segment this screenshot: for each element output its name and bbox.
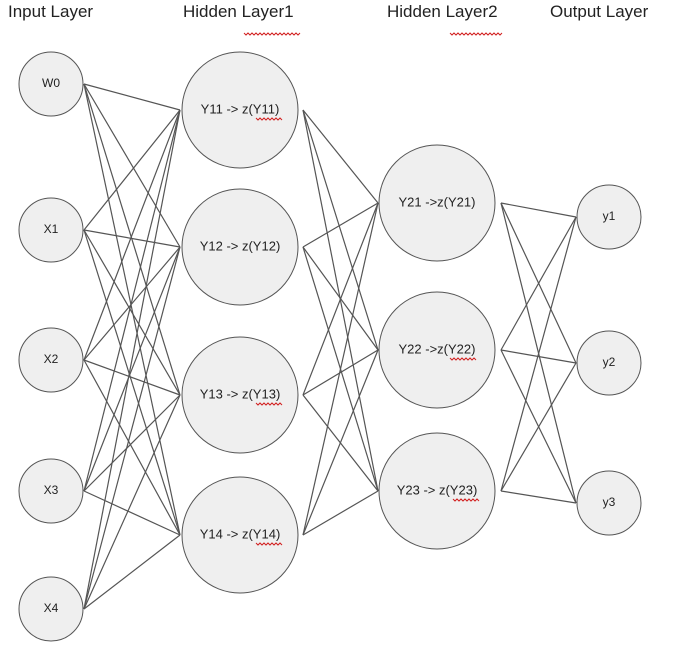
- output-node-label: y2: [603, 355, 616, 369]
- edge-input-0-to-hidden1-2: [83, 83, 181, 396]
- hidden2-node: Y23 -> z(Y23): [378, 432, 496, 550]
- edge-input-3-to-hidden1-2: [83, 394, 181, 492]
- hidden-layer2-title: Hidden Layer2: [387, 2, 498, 21]
- edge-input-2-to-hidden1-0: [83, 109, 181, 361]
- hidden2-node-circle: [378, 291, 496, 409]
- hidden1-node-label: Y14 -> z(Y14): [200, 526, 281, 541]
- output-node: y3: [576, 470, 642, 536]
- edge-input-2-to-hidden1-3: [83, 359, 181, 536]
- spellcheck-underline-y11: [255, 117, 283, 121]
- input-node-label: X4: [44, 601, 59, 615]
- edge-input-1-to-hidden1-0: [83, 109, 181, 231]
- hidden1-node-label: Y11 -> z(Y11): [201, 101, 280, 116]
- edge-hidden2-1-to-output-0: [500, 216, 577, 351]
- input-node: W0: [18, 51, 84, 117]
- input-node: X2: [18, 327, 84, 393]
- edge-hidden1-0-to-hidden2-1: [302, 109, 379, 351]
- input-node-label: X1: [44, 222, 59, 236]
- edge-hidden1-3-to-hidden2-2: [302, 490, 379, 536]
- input-node-circle: [18, 458, 84, 524]
- edge-hidden2-2-to-output-0: [500, 216, 577, 492]
- edge-input-3-to-hidden1-0: [83, 109, 181, 492]
- output-node-circle: [576, 470, 642, 536]
- edge-input-4-to-hidden1-0: [83, 109, 181, 610]
- output-layer-title: Output Layer: [550, 2, 649, 21]
- output-node-label: y1: [603, 209, 616, 223]
- hidden2-node-circle: [378, 432, 496, 550]
- hidden1-node-circle: [181, 188, 299, 306]
- edge-input-3-to-hidden1-1: [83, 246, 181, 492]
- spellcheck-underline-y13: [255, 402, 283, 406]
- hidden2-node-label: Y22 ->z(Y22): [399, 341, 476, 356]
- edge-hidden2-2-to-output-1: [500, 362, 577, 492]
- spellcheck-underlines: [243, 32, 503, 546]
- edge-input-2-to-hidden1-2: [83, 359, 181, 396]
- hidden2-node: Y22 ->z(Y22): [378, 291, 496, 409]
- output-node: y1: [576, 184, 642, 250]
- hidden2-node-label: Y21 ->z(Y21): [399, 194, 476, 209]
- hidden1-node-circle: [181, 51, 299, 169]
- hidden2-node-label: Y23 -> z(Y23): [397, 482, 478, 497]
- hidden-layer1-title: Hidden Layer1: [183, 2, 294, 21]
- edge-input-4-to-hidden1-1: [83, 246, 181, 610]
- edge-input-0-to-hidden1-3: [83, 83, 181, 536]
- hidden1-node-label: Y12 -> z(Y12): [200, 238, 281, 253]
- spellcheck-underline-y22: [449, 357, 477, 361]
- output-node-circle: [576, 184, 642, 250]
- output-node: y2: [576, 330, 642, 396]
- edge-input-0-to-hidden1-0: [83, 83, 181, 111]
- input-node: X3: [18, 458, 84, 524]
- spellcheck-underline-y23: [452, 498, 480, 502]
- edge-input-1-to-hidden1-2: [83, 229, 181, 396]
- edge-input-0-to-hidden1-1: [83, 83, 181, 248]
- input-node-circle: [18, 51, 84, 117]
- spellcheck-underline-y14: [255, 542, 283, 546]
- edge-input-4-to-hidden1-2: [83, 394, 181, 610]
- hidden2-node-circle: [378, 144, 496, 262]
- output-node-circle: [576, 330, 642, 396]
- hidden1-node-label: Y13 -> z(Y13): [200, 386, 281, 401]
- connection-edges: [83, 83, 577, 610]
- hidden1-node-circle: [181, 476, 299, 594]
- input-node-circle: [18, 327, 84, 393]
- input-node: X4: [18, 576, 84, 642]
- edge-hidden2-0-to-output-0: [500, 202, 577, 218]
- input-node-label: X3: [44, 483, 59, 497]
- edge-hidden2-2-to-output-2: [500, 490, 577, 504]
- input-layer-title: Input Layer: [8, 2, 93, 21]
- edge-hidden1-2-to-hidden2-0: [302, 202, 379, 396]
- output-node-label: y3: [603, 495, 616, 509]
- hidden2-node: Y21 ->z(Y21): [378, 144, 496, 262]
- edge-input-2-to-hidden1-1: [83, 246, 181, 361]
- input-node: X1: [18, 197, 84, 263]
- input-node-circle: [18, 576, 84, 642]
- edge-input-4-to-hidden1-3: [83, 534, 181, 610]
- edge-hidden1-2-to-hidden2-1: [302, 349, 379, 396]
- hidden1-node: Y14 -> z(Y14): [181, 476, 299, 594]
- edge-hidden1-0-to-hidden2-0: [302, 109, 379, 204]
- input-node-circle: [18, 197, 84, 263]
- spellcheck-underline-hidden-layer1: [243, 32, 301, 36]
- edge-hidden2-1-to-output-1: [500, 349, 577, 364]
- spellcheck-underline-hidden-layer2: [449, 32, 503, 36]
- edge-input-1-to-hidden1-3: [83, 229, 181, 536]
- edge-input-1-to-hidden1-1: [83, 229, 181, 248]
- edge-input-3-to-hidden1-3: [83, 490, 181, 536]
- hidden1-node: Y12 -> z(Y12): [181, 188, 299, 306]
- input-node-label: W0: [42, 76, 60, 90]
- hidden1-node: Y11 -> z(Y11): [181, 51, 299, 169]
- input-node-label: X2: [44, 352, 59, 366]
- edge-hidden1-3-to-hidden2-0: [302, 202, 379, 536]
- hidden1-node: Y13 -> z(Y13): [181, 336, 299, 454]
- edge-hidden1-1-to-hidden2-0: [302, 202, 379, 248]
- edge-hidden1-3-to-hidden2-1: [302, 349, 379, 536]
- hidden1-node-circle: [181, 336, 299, 454]
